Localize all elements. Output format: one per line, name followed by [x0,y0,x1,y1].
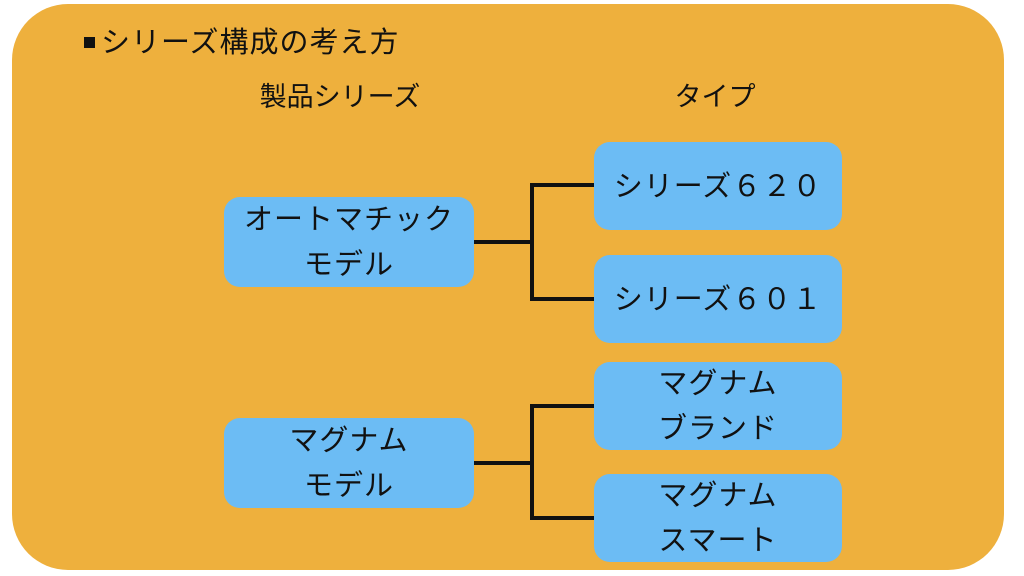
background-panel [12,4,1004,570]
type-box-series-601: シリーズ６０１ [594,255,842,343]
type-box-magnum-smart: マグナム スマート [594,474,842,562]
square-bullet-icon [84,36,95,48]
series-box-magnum: マグナム モデル [224,418,474,508]
type-box-magnum-brand: マグナム ブランド [594,362,842,450]
header-type: タイプ [674,82,756,113]
page-title: シリーズ構成の考え方 [101,25,400,59]
series-box-automatic: オートマチック モデル [224,197,474,287]
header-product-series: 製品シリーズ [259,82,421,113]
type-box-series-620: シリーズ６２０ [594,142,842,230]
title-row: シリーズ構成の考え方 [84,20,400,60]
